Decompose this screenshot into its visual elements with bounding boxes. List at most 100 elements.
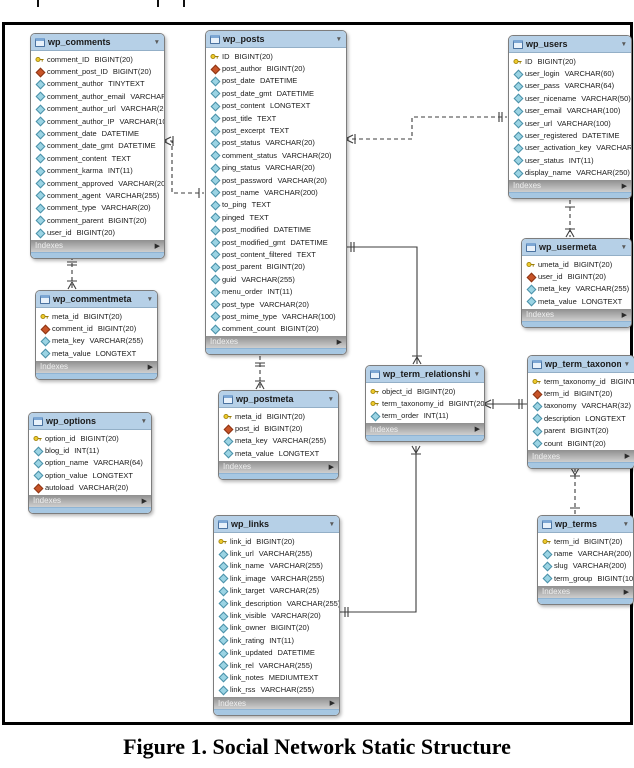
table-header: wp_posts▼ bbox=[206, 31, 346, 48]
column-name: display_name bbox=[525, 168, 572, 178]
arrow-right-icon: ▶ bbox=[624, 453, 630, 461]
chevron-down-icon: ▼ bbox=[140, 417, 147, 425]
column-type: VARCHAR(200) bbox=[120, 104, 164, 114]
arrow-right-icon: ▶ bbox=[621, 182, 627, 190]
column-type: DATETIME bbox=[273, 225, 312, 235]
table-title: wp_links bbox=[231, 519, 270, 529]
column-type: VARCHAR(200) bbox=[572, 561, 627, 571]
column-name: post_type bbox=[222, 299, 255, 309]
column-name: user_id bbox=[538, 272, 563, 282]
column-diamond-icon bbox=[35, 141, 45, 152]
column-diamond-icon bbox=[513, 131, 523, 141]
fk-diamond-icon bbox=[223, 424, 233, 435]
table-title: wp_posts bbox=[223, 34, 265, 44]
column-name: meta_value bbox=[235, 448, 274, 458]
column-type: INT(11) bbox=[423, 411, 449, 421]
column-type: VARCHAR(255) bbox=[258, 660, 313, 670]
column-type: VARCHAR(255) bbox=[260, 685, 315, 695]
indexes-footer: Indexes▶ bbox=[31, 239, 164, 252]
column-diamond-icon bbox=[532, 401, 542, 412]
column-name: link_notes bbox=[230, 672, 264, 682]
column-type: DATETIME bbox=[259, 76, 298, 86]
column-diamond-icon bbox=[210, 324, 220, 335]
column-type: BIGINT(20) bbox=[270, 623, 310, 633]
arrow-right-icon: ▶ bbox=[623, 588, 629, 596]
column-name: option_id bbox=[45, 433, 76, 443]
table-header: wp_users▼ bbox=[509, 36, 631, 53]
key-icon bbox=[223, 412, 232, 421]
column-type: BIGINT(20) bbox=[108, 215, 147, 225]
table-title: wp_comments bbox=[48, 37, 111, 47]
column-diamond-icon bbox=[513, 93, 523, 104]
column-diamond-icon bbox=[218, 660, 228, 671]
column-name: ID bbox=[222, 51, 230, 61]
column-name: user_nicename bbox=[525, 93, 577, 103]
column-diamond-icon bbox=[223, 436, 233, 447]
column-type: BIGINT(20) bbox=[567, 272, 606, 282]
column-type: TEXT bbox=[249, 212, 269, 222]
arrow-right-icon: ▶ bbox=[336, 338, 342, 346]
column-type: VARCHAR(255) bbox=[270, 573, 325, 583]
column-row: description LONGTEXT bbox=[528, 412, 634, 424]
column-diamond-icon bbox=[513, 118, 523, 129]
table-bottom-strip bbox=[366, 435, 484, 442]
column-type: DATETIME bbox=[118, 141, 156, 151]
column-diamond-icon bbox=[35, 203, 45, 214]
column-name: link_image bbox=[230, 573, 266, 583]
column-diamond-icon bbox=[35, 129, 45, 139]
column-diamond-icon bbox=[33, 458, 43, 469]
column-name: post_author bbox=[222, 64, 262, 74]
table-icon bbox=[33, 416, 43, 426]
column-row: link_image VARCHAR(255) bbox=[214, 572, 339, 584]
indexes-label: Indexes bbox=[210, 337, 239, 347]
column-diamond-icon bbox=[513, 143, 523, 154]
chevron-down-icon: ▼ bbox=[620, 40, 627, 48]
column-type: DATETIME bbox=[290, 237, 328, 247]
arrow-right-icon: ▶ bbox=[621, 311, 627, 319]
column-type: BIGINT(20) bbox=[280, 324, 319, 334]
column-type: BIGINT(20) bbox=[80, 433, 119, 443]
column-diamond-icon bbox=[210, 225, 220, 236]
column-type: LONGTEXT bbox=[95, 348, 137, 358]
column-type: BIGINT(20) bbox=[234, 51, 273, 61]
key-icon bbox=[218, 537, 227, 546]
column-type: BIGINT(20) bbox=[610, 376, 634, 386]
table-title: wp_term_taxonomy bbox=[545, 359, 621, 369]
table-title: wp_commentmeta bbox=[53, 294, 132, 304]
column-type: DATETIME bbox=[276, 88, 314, 98]
table-header: wp_usermeta▼ bbox=[522, 239, 631, 256]
column-type: LONGTEXT bbox=[585, 413, 626, 423]
column-name: description bbox=[544, 413, 581, 423]
column-diamond-icon bbox=[218, 573, 228, 584]
column-name: post_password bbox=[222, 175, 273, 185]
column-type: VARCHAR(255) bbox=[286, 598, 340, 608]
column-diamond-icon bbox=[35, 79, 45, 90]
column-name: link_rating bbox=[230, 635, 265, 645]
column-type: VARCHAR(64) bbox=[564, 81, 615, 91]
column-name: to_ping bbox=[222, 200, 247, 210]
table-icon bbox=[526, 242, 536, 252]
column-type: VARCHAR(20) bbox=[118, 178, 165, 188]
column-diamond-icon bbox=[223, 448, 233, 459]
column-diamond-icon bbox=[35, 191, 45, 201]
